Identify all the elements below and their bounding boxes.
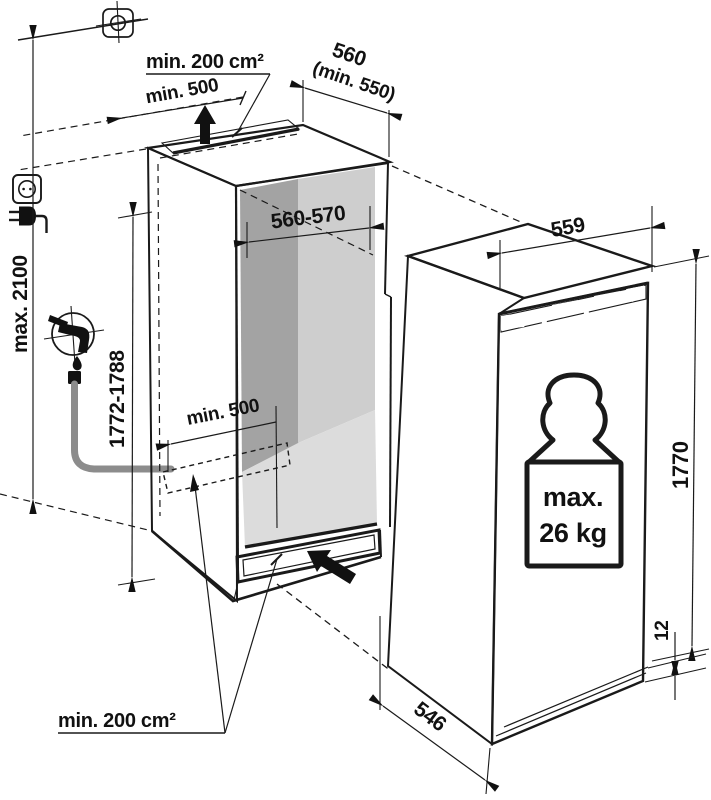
door-ventilation-grille <box>498 281 649 333</box>
ceiling-reference <box>17 0 149 44</box>
wall-fixing-crosshair-icon <box>95 0 142 44</box>
drain-hose <box>71 380 175 473</box>
appliance-depth-label: 546 <box>409 697 450 736</box>
dimension-ceiling-height: max. 2100 <box>0 25 153 532</box>
appliance-left-face <box>386 254 527 746</box>
niche-cabinet <box>144 119 394 604</box>
airflow-in-arrow-icon <box>307 550 356 584</box>
slide-in-guide-bottom <box>276 583 392 672</box>
bottom-vent-grille <box>242 534 376 577</box>
dimension-bottom-vent-area: min. 200 cm² <box>58 474 283 734</box>
leader-line <box>224 558 278 734</box>
door-weight-icon: max. 26 kg <box>524 372 624 569</box>
slide-in-guide-top <box>391 165 524 224</box>
power-plug-icon <box>9 206 48 233</box>
niche-height-label: 1772-1788 <box>106 350 129 448</box>
power-socket-icon <box>12 174 42 204</box>
dimension-appliance-height: 1770 <box>651 248 710 662</box>
weight-label-kg: 26 kg <box>539 518 607 548</box>
appliance-width-label: 559 <box>549 213 587 242</box>
top-vent-strip <box>160 119 301 154</box>
dimension-niche-height: 1772-1788 <box>106 201 156 593</box>
leader-line <box>236 73 271 134</box>
bottom-vent-area-label: min. 200 cm² <box>58 710 176 732</box>
floor-vent-cutout <box>162 442 291 494</box>
hidden-edge <box>159 133 299 159</box>
ceiling-height-label: max. 2100 <box>9 255 32 353</box>
niche-floor <box>242 410 377 547</box>
weight-label-max: max. <box>543 482 603 512</box>
water-tap-icon <box>43 305 105 384</box>
appliance-height-label: 1770 <box>668 441 693 489</box>
airflow-up-arrow-icon <box>194 105 216 144</box>
appliance-door-face <box>490 281 650 746</box>
appliance: max. 26 kg <box>276 165 657 746</box>
ceiling-line <box>17 18 149 41</box>
floor-line <box>0 493 153 532</box>
water-drop-icon <box>72 356 82 371</box>
dimension-niche-depth: 560 (min. 550) <box>289 38 403 157</box>
appliance-top-face <box>403 222 657 300</box>
dimension-door-gap: 12 <box>644 620 707 700</box>
leader-line <box>193 477 226 734</box>
niche-left-wall <box>240 179 299 472</box>
dimension-appliance-width: 559 <box>486 206 666 288</box>
top-vent-area-label: min. 200 cm² <box>146 51 264 73</box>
cabinet-left-face <box>146 146 239 604</box>
hidden-edge <box>157 163 161 517</box>
dimension-top-vent-area: min. 200 cm² <box>146 51 271 138</box>
door-gap-label: 12 <box>652 620 673 641</box>
dimension-appliance-depth: 546 <box>368 616 500 795</box>
